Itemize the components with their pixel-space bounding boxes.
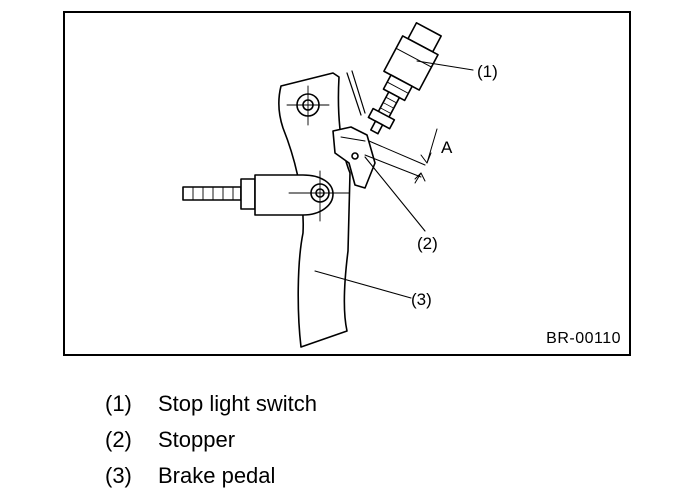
legend: (1) Stop light switch (2) Stopper (3) Br… (105, 386, 317, 494)
leader-line-switch (416, 60, 474, 71)
legend-number: (3) (105, 463, 132, 488)
callout-switch: (1) (477, 62, 498, 81)
callout-stopper: (2) (417, 234, 438, 253)
legend-number: (2) (105, 427, 132, 452)
gap-a-dimension (364, 128, 438, 184)
legend-item: (1) Stop light switch (105, 386, 317, 422)
brake-pedal-drawing (182, 22, 474, 348)
leader-line-pedal (314, 270, 412, 299)
stop-light-switch-shape (367, 22, 442, 135)
callout-pedal: (3) (411, 290, 432, 309)
leader-line-stopper (364, 156, 426, 232)
diagram-frame: (1) A (2) (3) BR-00110 (63, 11, 631, 356)
legend-label: Brake pedal (158, 463, 276, 488)
figure-id: BR-00110 (546, 330, 621, 347)
legend-item: (2) Stopper (105, 422, 317, 458)
legend-item: (3) Brake pedal (105, 458, 317, 494)
callout-gap-a: A (441, 138, 453, 157)
legend-label: Stopper (158, 427, 236, 452)
pushrod-clevis-shape (182, 170, 350, 222)
stopper-bracket-shape (332, 70, 376, 189)
legend-number: (1) (105, 391, 132, 416)
legend-label: Stop light switch (158, 391, 317, 416)
